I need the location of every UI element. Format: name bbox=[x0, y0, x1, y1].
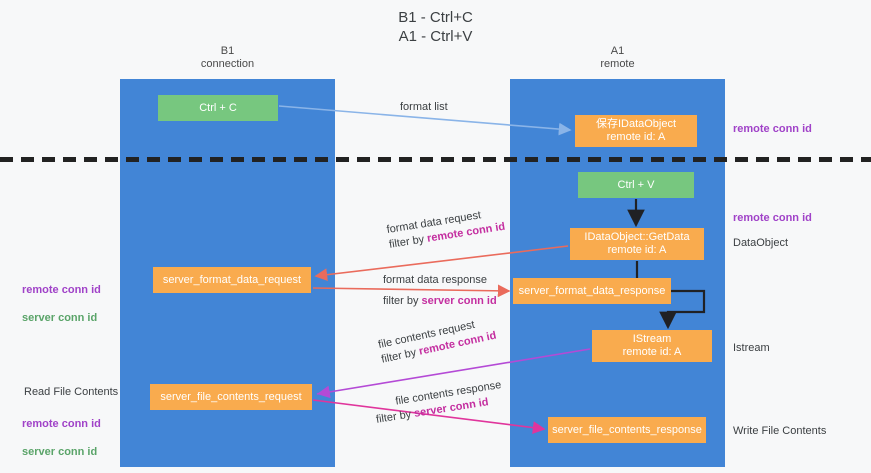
edge-label-format-data-response-text: format data response bbox=[383, 274, 487, 286]
node-idataobject-getdata-line2: remote id: A bbox=[607, 244, 667, 256]
node-istream[interactable]: IStream remote id: A bbox=[592, 330, 712, 362]
node-istream-line1: IStream bbox=[632, 333, 672, 345]
left-label-remote-conn-id-mid: remote conn id bbox=[22, 284, 101, 296]
right-label-write-file-contents: Write File Contents bbox=[733, 425, 827, 437]
left-label-server-conn-id-low: server conn id bbox=[22, 446, 98, 458]
edge-label-format-list-text: format list bbox=[400, 101, 448, 113]
node-server-file-contents-request-label: server_file_contents_request bbox=[160, 390, 302, 403]
left-label-remote-conn-id-low: remote conn id bbox=[22, 418, 101, 430]
node-save-idataobject-line2: remote id: A bbox=[606, 131, 666, 143]
node-server-format-data-response[interactable]: server_format_data_response bbox=[513, 278, 671, 304]
left-label-read-file-contents: Read File Contents bbox=[24, 386, 119, 398]
node-ctrl-v-line1: Ctrl + V bbox=[617, 178, 655, 191]
filter-prefix: filter by bbox=[375, 407, 416, 426]
edge-label-format-data-response-filter: filter by server conn id bbox=[383, 294, 497, 309]
edge-label-format-data-request: format data request filter by remote con… bbox=[386, 205, 507, 253]
column-header-b1: B1 connection bbox=[200, 45, 255, 70]
left-label-server-conn-id-mid: server conn id bbox=[22, 312, 98, 324]
edge-label-file-contents-request: file contents request filter by remote c… bbox=[377, 314, 498, 368]
diagram-title: B1 - Ctrl+C A1 - Ctrl+V bbox=[398, 9, 473, 45]
node-server-format-data-request[interactable]: server_format_data_request bbox=[153, 267, 311, 293]
phase-divider bbox=[0, 157, 871, 162]
filter-prefix: filter by bbox=[383, 295, 422, 307]
edge-label-format-data-response: format data response filter by server co… bbox=[383, 273, 497, 309]
right-label-remote-conn-id-top: remote conn id bbox=[733, 123, 812, 135]
node-server-format-data-response-label: server_format_data_response bbox=[518, 284, 666, 297]
node-server-file-contents-response[interactable]: server_file_contents_response bbox=[548, 417, 706, 443]
node-server-format-data-request-label: server_format_data_request bbox=[162, 273, 302, 286]
node-ctrl-c[interactable]: Ctrl + C bbox=[158, 95, 278, 121]
left-label-conn-ids-mid: remote conn id server conn id bbox=[22, 269, 101, 339]
node-save-idataobject[interactable]: 保存IDataObject remote id: A bbox=[575, 115, 697, 147]
node-istream-line2: remote id: A bbox=[622, 346, 682, 358]
node-ctrl-c-line1: Ctrl + C bbox=[199, 101, 237, 114]
right-label-istream: Istream bbox=[733, 342, 770, 354]
right-label-remote-conn-id-mid: remote conn id bbox=[733, 212, 812, 224]
filter-key-server-conn-id: server conn id bbox=[421, 295, 497, 307]
edge-label-format-list: format list bbox=[400, 100, 448, 115]
column-header-a1: A1 remote bbox=[600, 45, 635, 70]
node-ctrl-v[interactable]: Ctrl + V bbox=[578, 172, 694, 198]
node-server-file-contents-response-label: server_file_contents_response bbox=[552, 423, 702, 436]
node-save-idataobject-line1: 保存IDataObject bbox=[595, 118, 677, 130]
left-label-conn-ids-low: remote conn id server conn id bbox=[22, 403, 101, 473]
node-idataobject-getdata[interactable]: IDataObject::GetData remote id: A bbox=[570, 228, 704, 260]
right-label-dataobject: DataObject bbox=[733, 237, 789, 249]
edge-label-file-contents-response: file contents response filter by server … bbox=[373, 378, 505, 428]
node-server-file-contents-request[interactable]: server_file_contents_request bbox=[150, 384, 312, 410]
node-idataobject-getdata-line1: IDataObject::GetData bbox=[584, 231, 690, 243]
